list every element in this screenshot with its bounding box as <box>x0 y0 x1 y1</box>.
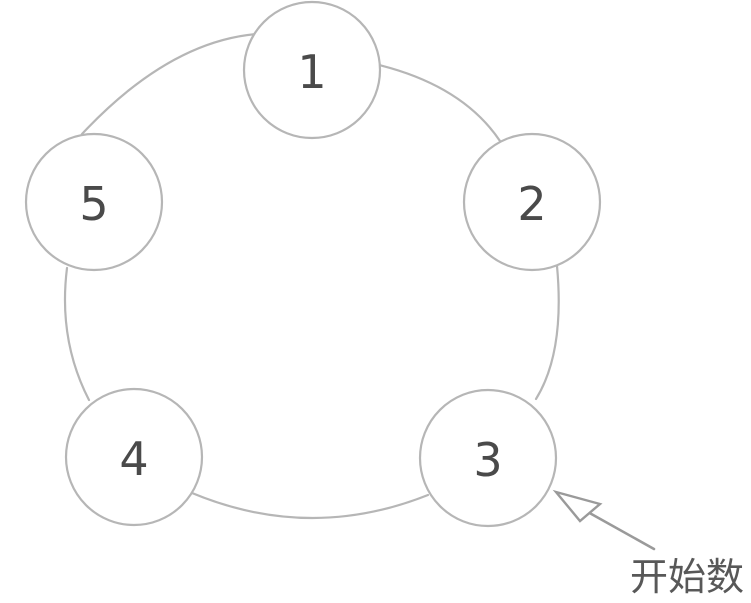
node-5-label: 5 <box>79 177 108 231</box>
node-2-circle[interactable] <box>462 132 602 272</box>
node-2-label: 2 <box>517 177 546 231</box>
node-3[interactable]: 3 <box>418 388 558 528</box>
annotation-arrowhead-icon <box>552 489 603 523</box>
connector-node4-node5 <box>63 266 91 402</box>
connector-node5-node1 <box>80 32 258 136</box>
node-4[interactable]: 4 <box>64 387 204 527</box>
node-3-label: 3 <box>473 433 502 487</box>
connector-node3-node4 <box>190 491 430 520</box>
annotation-arrow-shaft <box>584 509 656 551</box>
node-3-circle[interactable] <box>418 388 558 528</box>
connector-group <box>63 32 560 520</box>
node-group: 1 2 3 4 5 <box>24 0 602 528</box>
node-2[interactable]: 2 <box>462 132 602 272</box>
start-number-annotation-label: 开始数 <box>630 555 744 599</box>
node-5-circle[interactable] <box>24 132 164 272</box>
node-4-label: 4 <box>119 432 148 486</box>
node-4-circle[interactable] <box>64 387 204 527</box>
node-1[interactable]: 1 <box>242 0 382 140</box>
node-5[interactable]: 5 <box>24 132 164 272</box>
node-1-label: 1 <box>297 45 326 99</box>
connector-node2-node3 <box>534 264 560 401</box>
node-1-circle[interactable] <box>242 0 382 140</box>
connector-node1-node2 <box>377 63 502 143</box>
start-pointer-annotation <box>552 489 656 551</box>
